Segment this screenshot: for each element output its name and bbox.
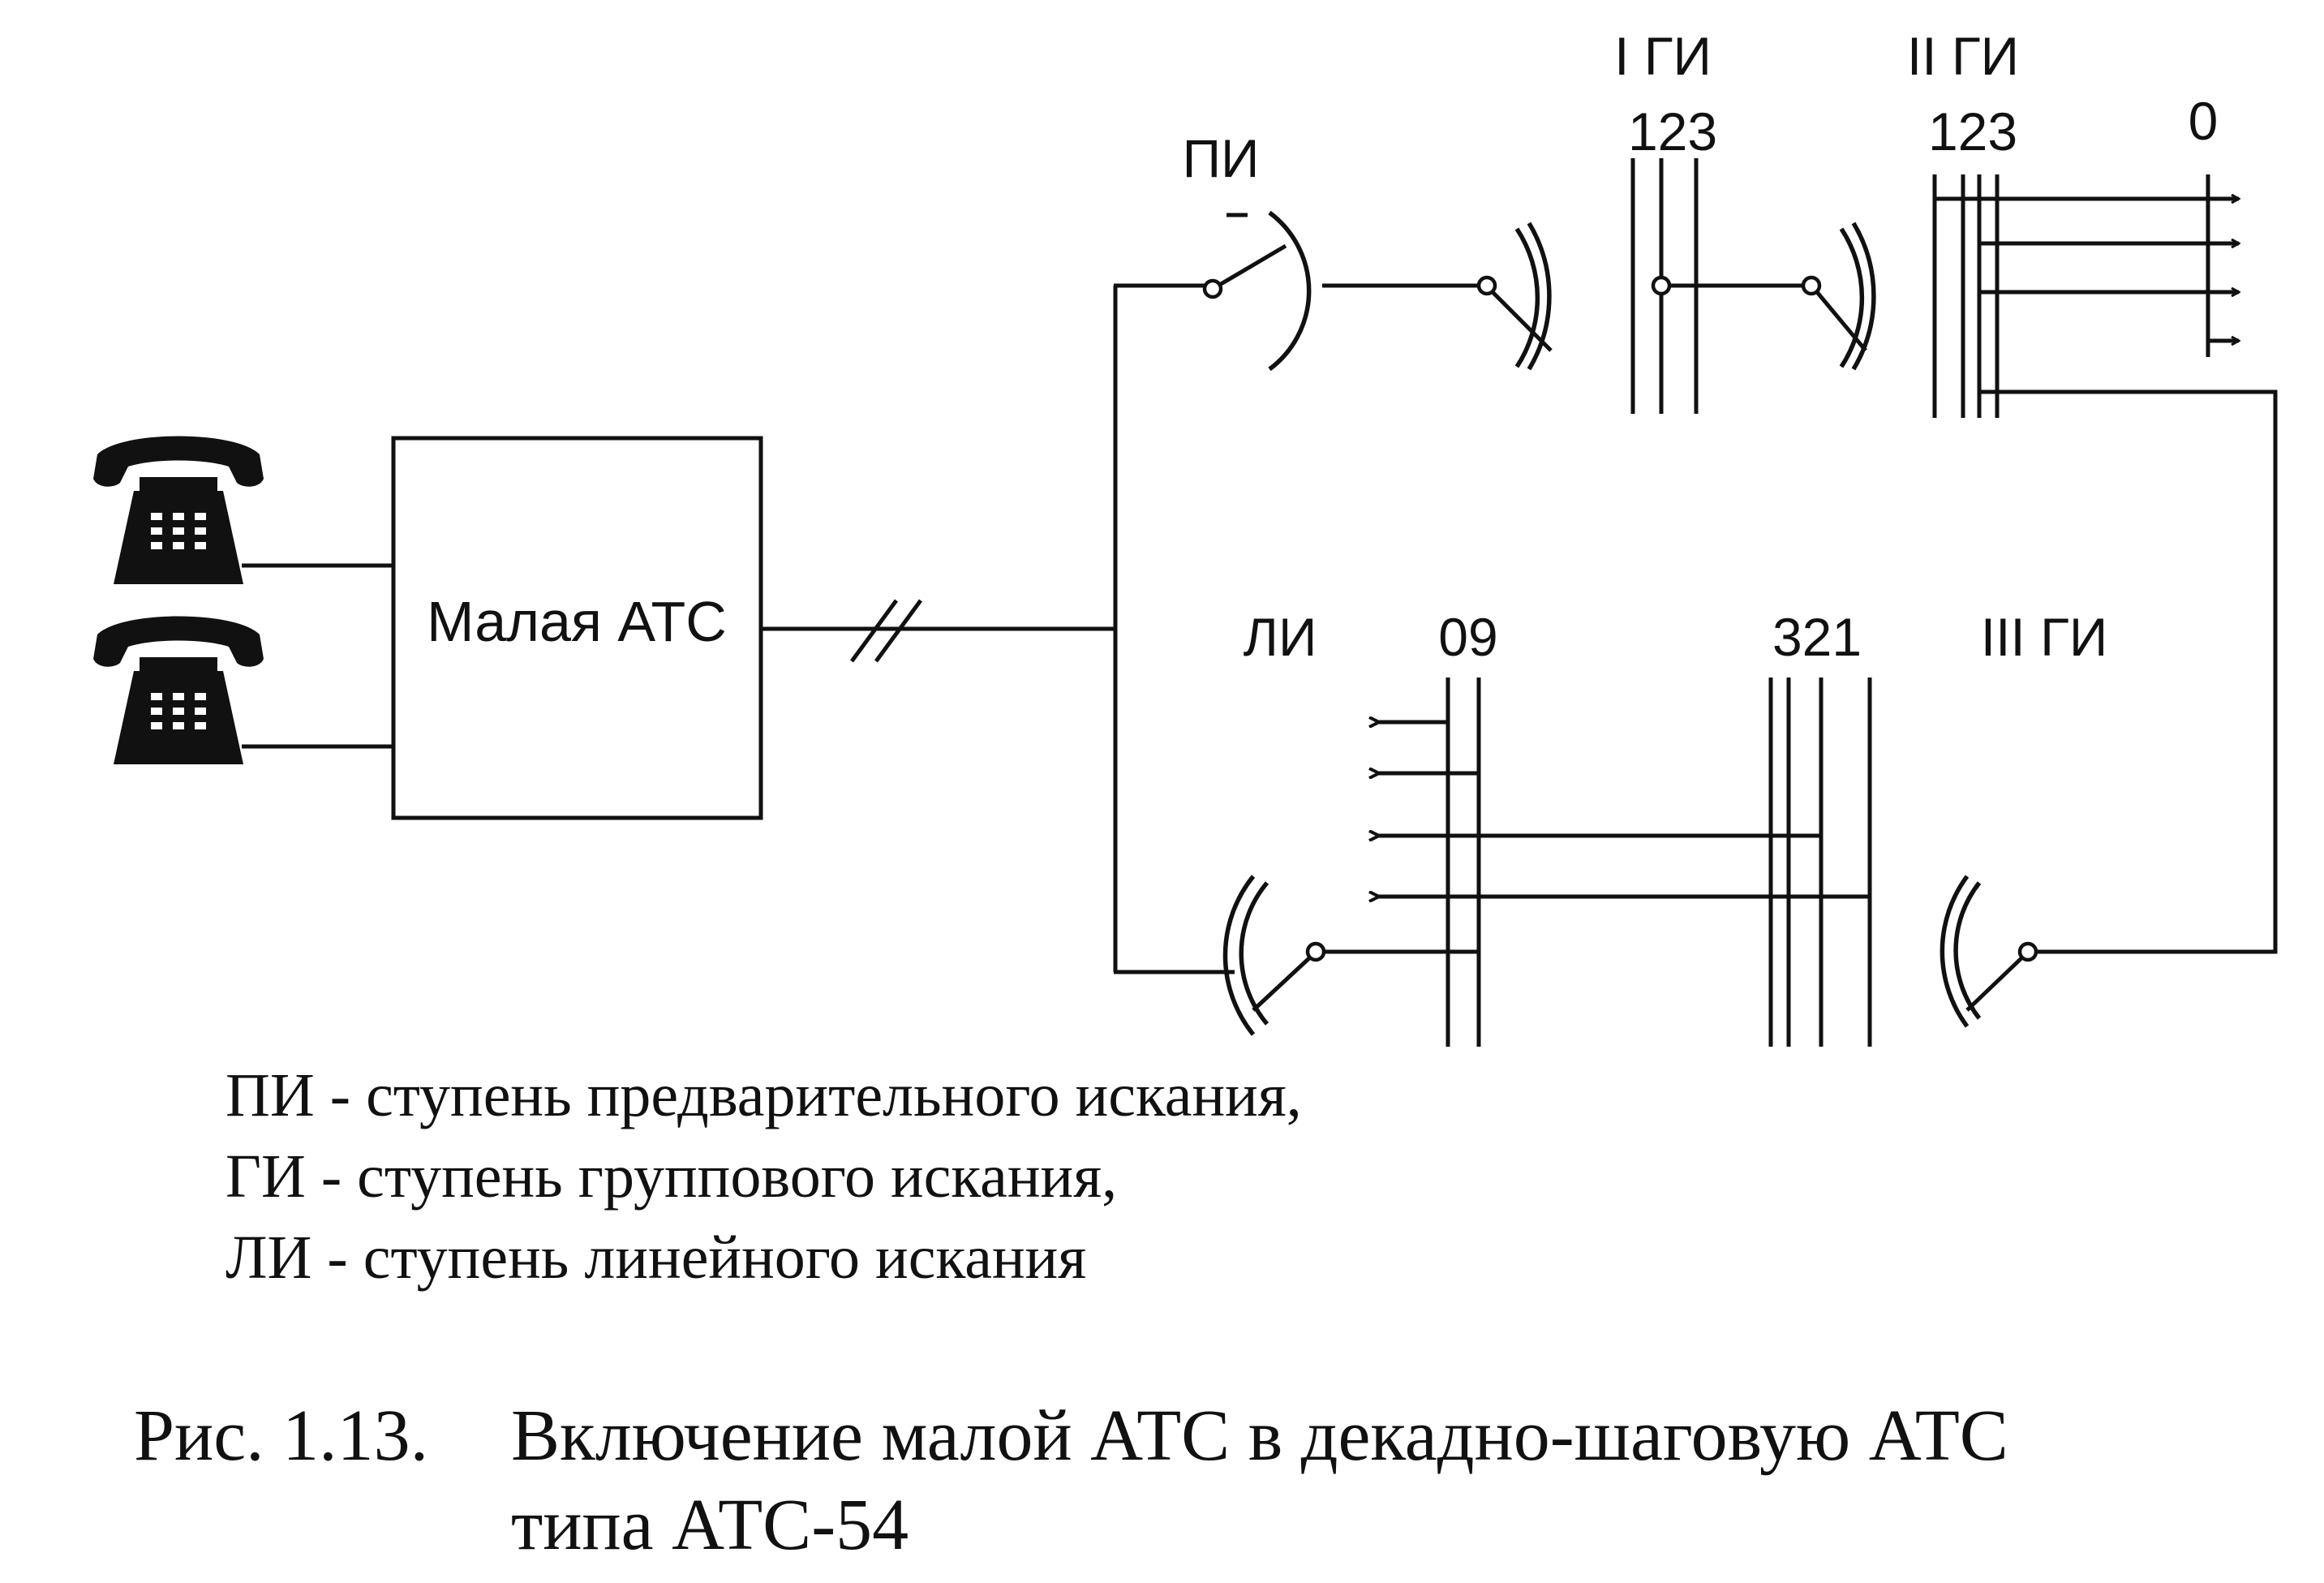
- label-gi2: II ГИ: [1907, 26, 2019, 86]
- caption-line-2: типа АТС-54: [511, 1485, 909, 1565]
- li-digits: 09: [1438, 607, 1497, 667]
- label-gi1: I ГИ: [1614, 26, 1712, 86]
- gi1-selector: [1476, 222, 1553, 371]
- li-selector: [1222, 875, 1448, 1036]
- li-bank: [1379, 678, 1870, 1047]
- gi2-selector: [1801, 222, 1876, 371]
- gi2-bank: [1932, 174, 2239, 418]
- gi3-selector: [1940, 875, 2038, 1028]
- legend-item-li: ЛИ - ступень линейного искания: [226, 1224, 1087, 1292]
- telephone-icon: [93, 436, 264, 584]
- atc-diagram: Малая АТС ПИ I ГИ 123: [93, 26, 2278, 1047]
- legend-item-pi: ПИ - ступень предварительного искания,: [226, 1061, 1302, 1129]
- figure-caption: Рис. 1.13. Включение малой АТС в декадно…: [134, 1392, 2008, 1565]
- gi1-digits: 123: [1628, 101, 1717, 161]
- trunk-hatch: [874, 599, 923, 663]
- gi2-digits: 123: [1928, 101, 2017, 161]
- wire-gi2-gi3: [1979, 389, 2278, 954]
- gi2-zero: 0: [2189, 91, 2219, 151]
- trunk-hatch: [849, 599, 899, 663]
- legend-item-gi: ГИ - ступень группового искания,: [226, 1142, 1118, 1211]
- caption-line-1: Включение малой АТС в декадно-шаговую АТ…: [511, 1396, 2008, 1476]
- pbx-label: Малая АТС: [427, 590, 727, 653]
- gi3-bank: [1768, 678, 1872, 1047]
- legend: ПИ - ступень предварительного искания, Г…: [226, 1055, 1302, 1298]
- caption-number: Рис. 1.13.: [134, 1396, 429, 1476]
- label-li: ЛИ: [1244, 607, 1317, 667]
- telephone-icon: [93, 616, 264, 764]
- label-pi: ПИ: [1183, 128, 1260, 188]
- gi3-digits: 321: [1772, 607, 1862, 667]
- pi-selector: [1202, 210, 1312, 372]
- label-gi3: III ГИ: [1981, 607, 2108, 667]
